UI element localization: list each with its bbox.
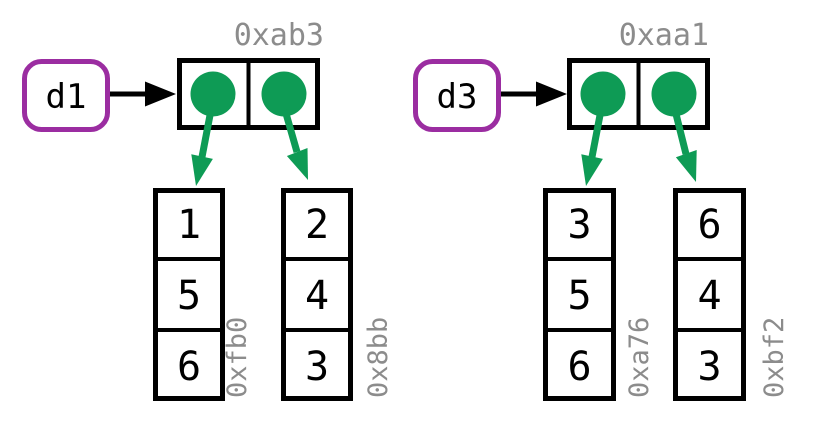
list-box-0xbf2: 6 4 3 0xbf2 [673,188,790,401]
list-cell-value: 6 [697,202,721,248]
pointer-dot-icon [580,71,626,117]
list-cell-value: 3 [567,202,591,248]
list-cell-value: 3 [305,344,329,390]
value-pointer-line [198,109,215,158]
pointer-dot-icon [261,71,307,117]
value-pointer-line [281,109,301,153]
variable-box [22,59,110,132]
list-cell-value: 5 [177,273,201,319]
variable-name: d1 [46,77,87,117]
list-cell-value: 6 [567,344,591,390]
pointer-arrow-head-icon [536,81,567,107]
list-cell-value: 5 [567,273,591,319]
list-cell-value: 4 [305,273,329,319]
variable-name: d3 [437,77,478,117]
list-box-0xfb0: 1 5 6 0xfb0 [153,188,253,401]
dict-address-label: 0xaa1 [619,18,709,53]
list-cell-value: 2 [305,202,329,248]
value-pointer-head-icon [191,154,213,186]
dict-group-d3: d3 0xaa1 3 5 6 0xa76 6 4 3 [413,18,790,401]
list-cell-value: 3 [697,344,721,390]
pointer-dot-icon [190,71,236,117]
list-address-label: 0xbf2 [759,317,790,398]
list-box [153,188,225,401]
list-box-0xa76: 3 5 6 0xa76 [543,188,655,401]
list-box [281,188,353,401]
list-address-label: 0xfb0 [222,317,253,398]
list-cell-value: 1 [177,202,201,248]
value-pointer-line [588,109,605,158]
pointer-arrow-head-icon [145,81,176,107]
value-pointer-head-icon [286,148,308,180]
list-cell-value: 6 [177,344,201,390]
dict-group-d1: d1 0xab3 1 5 6 0xfb0 2 4 3 [22,18,394,401]
dict-address-label: 0xab3 [234,18,324,53]
list-address-label: 0xa76 [624,317,655,398]
list-box [673,188,746,401]
list-cell-value: 4 [697,273,721,319]
pointer-dot-icon [651,71,697,117]
variable-box [413,59,501,132]
value-pointer-line [671,109,690,155]
list-address-label: 0x8bb [363,317,394,398]
list-box-0x8bb: 2 4 3 0x8bb [281,188,394,401]
value-pointer-head-icon [675,150,697,182]
value-pointer-head-icon [581,154,603,186]
list-box [543,188,616,401]
